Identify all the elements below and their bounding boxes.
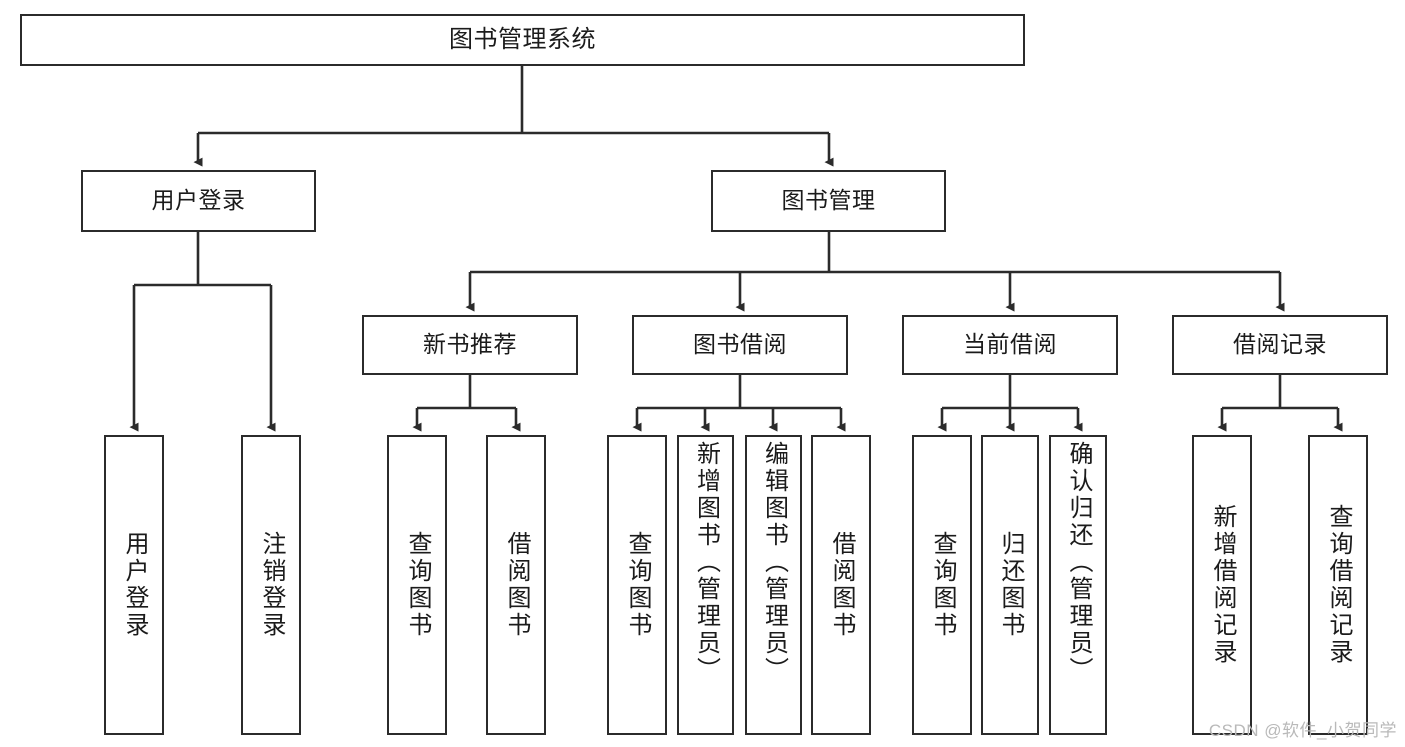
node-root-system-label: 图书管理系统	[449, 25, 596, 53]
node-root-system[interactable]: 图书管理系统	[20, 14, 1025, 66]
leaf-query-book-2[interactable]: 查询图书	[607, 435, 667, 735]
node-borrow-record-label: 借阅记录	[1233, 331, 1327, 358]
leaf-borrow-book-2-label: 借阅图书	[828, 531, 855, 639]
leaf-confirm-return[interactable]: 确认归还（管理员）	[1049, 435, 1107, 735]
leaf-query-record[interactable]: 查询借阅记录	[1308, 435, 1368, 735]
node-book-manage-label: 图书管理	[781, 187, 876, 214]
leaf-user-login-label: 用户登录	[121, 531, 148, 639]
leaf-user-login[interactable]: 用户登录	[104, 435, 164, 735]
leaf-logout-login-label: 注销登录	[258, 531, 285, 639]
leaf-borrow-book-1[interactable]: 借阅图书	[486, 435, 546, 735]
node-user-login-label: 用户登录	[151, 187, 246, 214]
leaf-edit-book-label: 编辑图书（管理员）	[760, 441, 788, 684]
csdn-watermark: CSDN @软件_小贺同学	[1208, 721, 1397, 740]
node-book-borrow-label: 图书借阅	[693, 331, 787, 358]
leaf-query-book-3-label: 查询图书	[929, 531, 956, 639]
leaf-add-book-label: 新增图书（管理员）	[692, 441, 720, 684]
leaf-query-book-3[interactable]: 查询图书	[912, 435, 972, 735]
leaf-query-book-2-label: 查询图书	[624, 531, 651, 639]
leaf-add-book[interactable]: 新增图书（管理员）	[677, 435, 734, 735]
leaf-add-record-label: 新增借阅记录	[1209, 504, 1236, 666]
leaf-borrow-book-2[interactable]: 借阅图书	[811, 435, 871, 735]
node-book-manage[interactable]: 图书管理	[711, 170, 946, 232]
node-new-book-rec[interactable]: 新书推荐	[362, 315, 578, 375]
leaf-confirm-return-label: 确认归还（管理员）	[1065, 441, 1092, 684]
leaf-borrow-book-1-label: 借阅图书	[503, 531, 530, 639]
leaf-return-book[interactable]: 归还图书	[981, 435, 1039, 735]
node-current-borrow-label: 当前借阅	[963, 331, 1057, 358]
node-new-book-rec-label: 新书推荐	[423, 331, 517, 358]
leaf-edit-book[interactable]: 编辑图书（管理员）	[745, 435, 802, 735]
leaf-add-record[interactable]: 新增借阅记录	[1192, 435, 1252, 735]
node-user-login[interactable]: 用户登录	[81, 170, 316, 232]
node-book-borrow[interactable]: 图书借阅	[632, 315, 848, 375]
node-current-borrow[interactable]: 当前借阅	[902, 315, 1118, 375]
leaf-query-record-label: 查询借阅记录	[1325, 504, 1352, 666]
leaf-query-book-1-label: 查询图书	[404, 531, 431, 639]
node-borrow-record[interactable]: 借阅记录	[1172, 315, 1388, 375]
leaf-return-book-label: 归还图书	[997, 531, 1024, 639]
leaf-logout-login[interactable]: 注销登录	[241, 435, 301, 735]
leaf-query-book-1[interactable]: 查询图书	[387, 435, 447, 735]
